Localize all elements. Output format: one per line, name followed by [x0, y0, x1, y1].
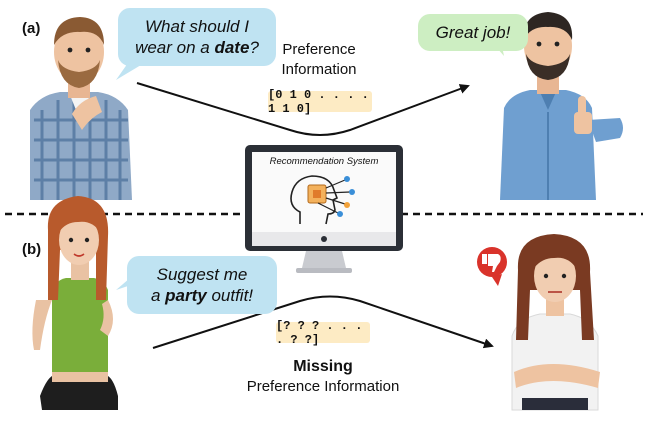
- arrow-top: [136, 82, 470, 136]
- question-text: wear on a: [135, 38, 215, 57]
- missing-pref-info: Preference Information: [246, 378, 400, 395]
- unhappy-woman-illustration: [511, 234, 600, 411]
- thumbs-down-icon: [477, 247, 507, 286]
- thinking-man-illustration: [30, 17, 132, 200]
- speech-bubble-reply: Great job!: [418, 14, 528, 51]
- speech-bubble-request: Suggest me a party outfit!: [127, 256, 277, 314]
- request-bold-word: party: [165, 286, 207, 305]
- thinking-woman-illustration: [32, 196, 118, 410]
- monitor: [245, 145, 403, 273]
- request-line2: a party outfit!: [139, 285, 265, 306]
- thumbs-up-man-illustration: [500, 12, 623, 200]
- request-end: outfit!: [206, 286, 254, 305]
- request-text: a: [150, 286, 166, 305]
- recommendation-system-title: Recommendation System: [269, 156, 379, 167]
- missing-word: Missing: [293, 358, 353, 375]
- panel-label-a: (a): [22, 20, 41, 37]
- preference-information-label: Preference Information: [259, 40, 379, 80]
- panel-label-b: (b): [22, 241, 42, 258]
- reply-text: Great job!: [435, 23, 511, 42]
- missing-preference-label: Missing Preference Information: [218, 357, 428, 397]
- ai-head-chip-icon: [290, 175, 355, 225]
- preference-vector-known: [0 1 0 . . . . 1 1 0]: [268, 88, 372, 116]
- arrow-bottom: [152, 295, 494, 349]
- preference-vector-missing: [? ? ? . . . . ? ?]: [276, 319, 370, 347]
- request-line1: Suggest me: [156, 265, 248, 284]
- question-line2: wear on a date?: [130, 37, 264, 58]
- pref-line1: Preference: [282, 41, 356, 58]
- question-end: ?: [249, 38, 259, 57]
- pref-line2: Information: [281, 61, 357, 78]
- question-bold-word: date: [214, 38, 250, 57]
- question-line1: What should I: [145, 17, 249, 36]
- speech-bubble-question: What should I wear on a date?: [118, 8, 276, 66]
